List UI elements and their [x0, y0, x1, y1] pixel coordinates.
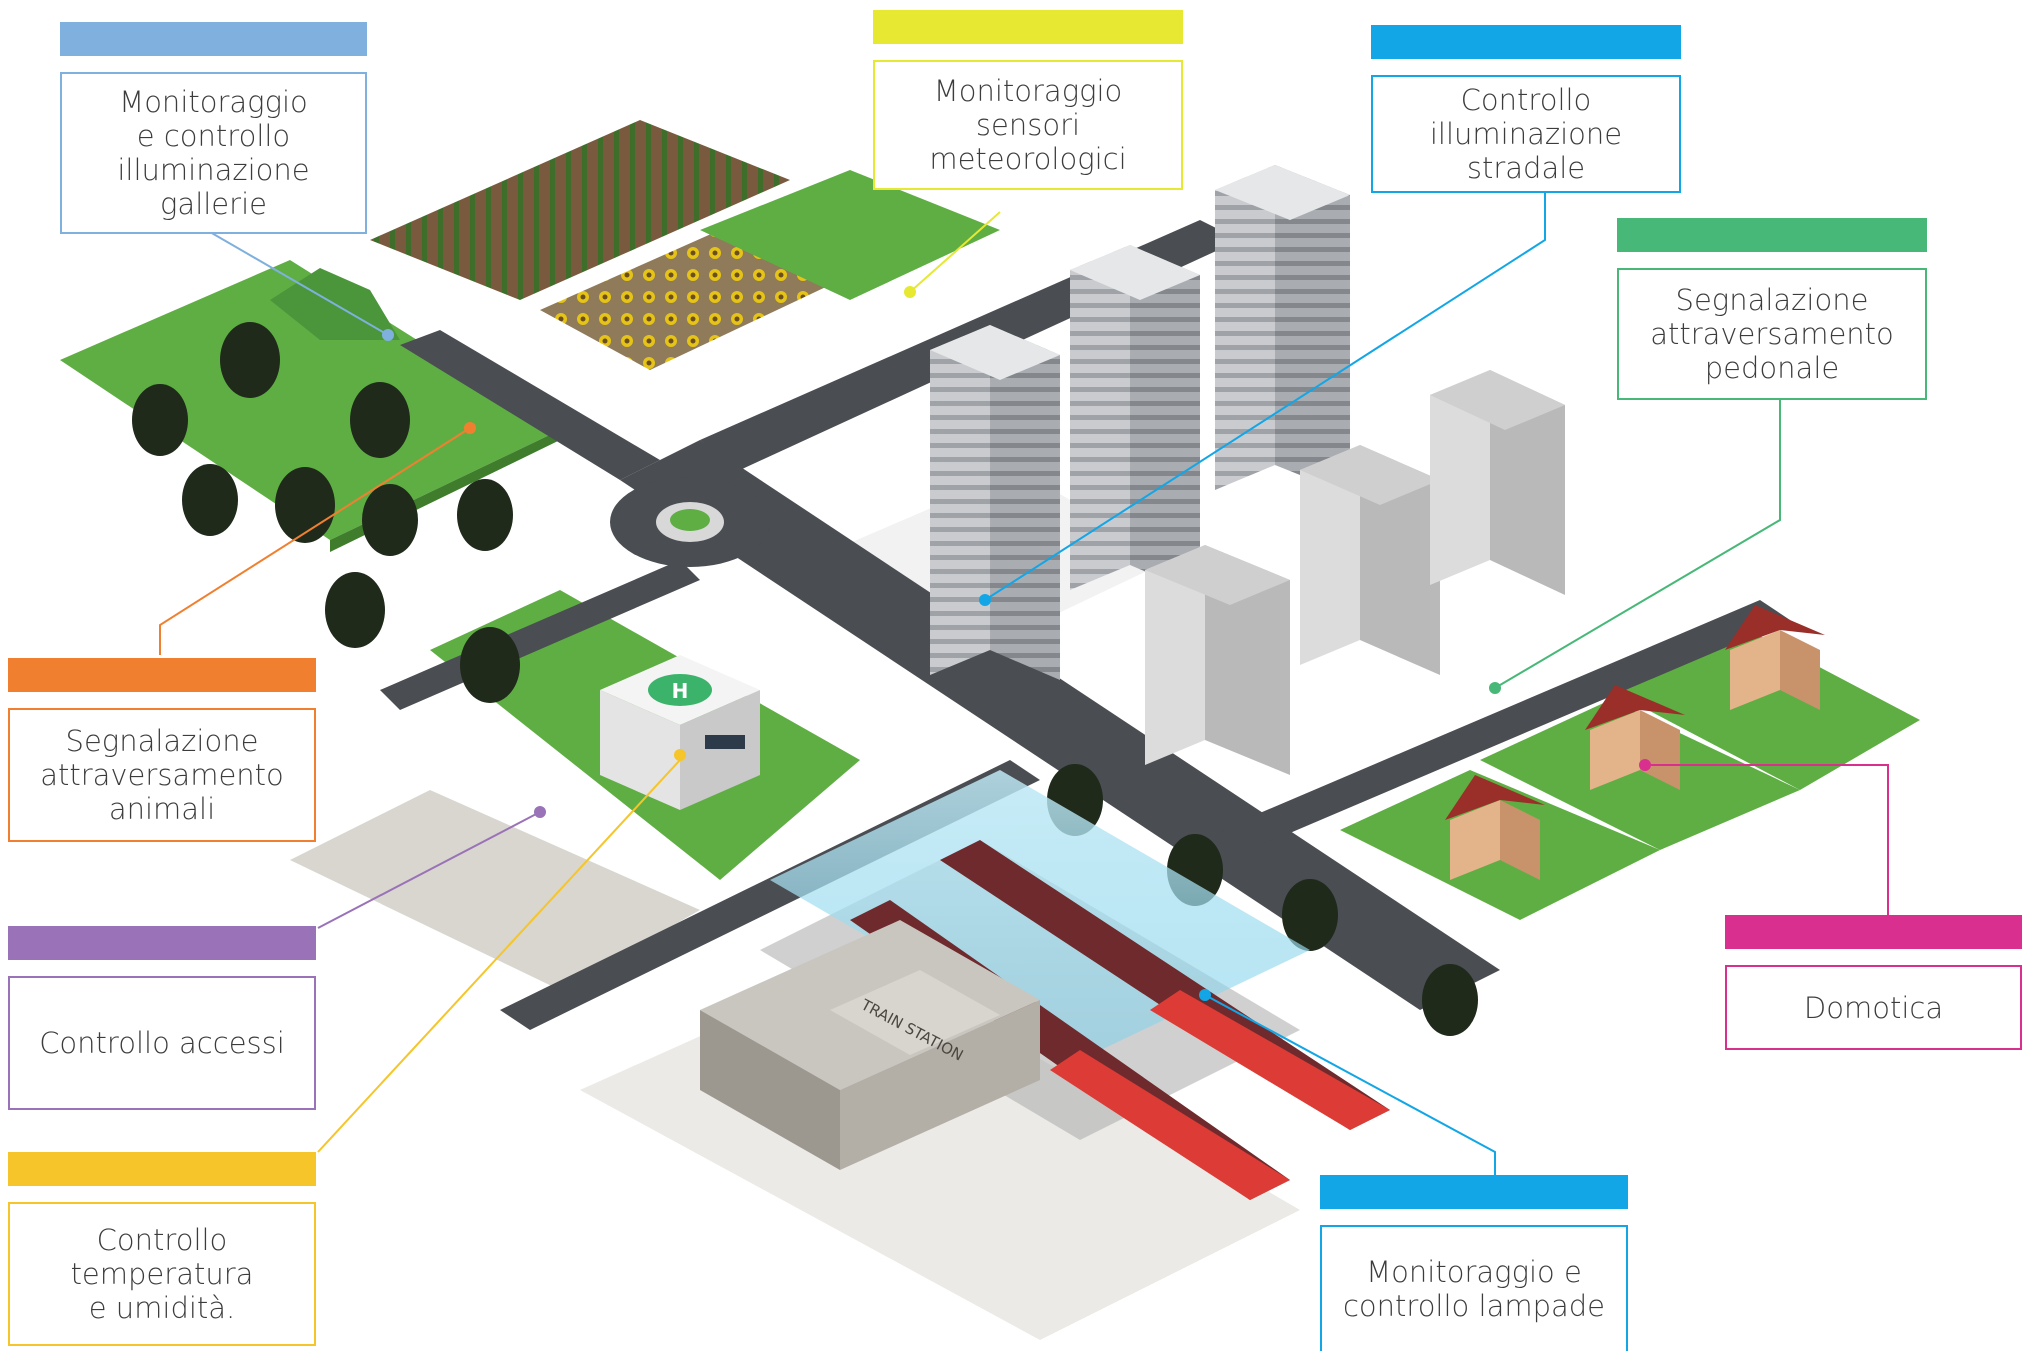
line-domotica: [1645, 764, 1889, 915]
field-sunflowers: [540, 230, 830, 370]
callout-bar: [60, 22, 367, 56]
callout-box: Controllo temperatura e umidità.: [8, 1202, 316, 1346]
callout-bar: [8, 1152, 316, 1186]
callout-label-accessi: Controllo accessi: [39, 1026, 285, 1060]
callout-pedonale: Segnalazione attraversamento pedonale: [1617, 218, 1927, 400]
callout-bar: [1371, 25, 1681, 59]
callout-box: Controllo accessi: [8, 976, 316, 1110]
houses: [1445, 605, 1825, 880]
callout-bar: [1617, 218, 1927, 252]
callout-bar: [1725, 915, 2022, 949]
callout-label-gallerie: Monitoraggio e controllo illuminazione g…: [117, 85, 310, 221]
line-pedonale: [1494, 400, 1781, 689]
office-blocks: [1145, 370, 1565, 775]
callout-label-lampade: Monitoraggio e controllo lampade: [1342, 1255, 1606, 1323]
callout-animali: Segnalazione attraversamento animali: [8, 658, 316, 842]
callout-domotica: Domotica: [1725, 915, 2022, 1050]
callout-label-pedonale: Segnalazione attraversamento pedonale: [1650, 283, 1894, 385]
houses-lawn-2: [1480, 700, 1800, 850]
callout-bar: [8, 926, 316, 960]
skyscrapers: [930, 165, 1350, 680]
leader-dots: [382, 286, 1651, 1001]
callout-box: Segnalazione attraversamento animali: [8, 708, 316, 842]
callout-box: Monitoraggio e controllo lampade: [1320, 1225, 1628, 1351]
callout-box: Monitoraggio e controllo illuminazione g…: [60, 72, 367, 234]
road-west: [380, 560, 700, 710]
callout-stradale: Controllo illuminazione stradale: [1371, 25, 1681, 193]
callout-label-meteo: Monitoraggio sensori meteorologici: [929, 74, 1127, 176]
line-gallerie: [209, 231, 389, 336]
callout-meteo: Monitoraggio sensori meteorologici: [873, 10, 1183, 190]
line-stradale: [984, 180, 1546, 601]
callout-box: Controllo illuminazione stradale: [1371, 75, 1681, 193]
callout-label-domotica: Domotica: [1803, 990, 1944, 1025]
helipad-letter: H: [672, 679, 689, 703]
callout-box: Monitoraggio sensori meteorologici: [873, 60, 1183, 190]
callout-bar: [8, 658, 316, 692]
line-accessi: [317, 811, 541, 929]
field-grass: [700, 170, 1000, 300]
callout-label-temperatura: Controllo temperatura e umidità.: [70, 1223, 254, 1325]
line-meteo: [909, 211, 1001, 293]
line-lampade: [1204, 994, 1496, 1175]
road-main: [620, 440, 1500, 1010]
callout-lampade: Monitoraggio e controllo lampade: [1320, 1175, 1628, 1351]
callout-temperatura: Controllo temperatura e umidità.: [8, 1152, 316, 1346]
field-vines: [370, 120, 790, 300]
hospital: H: [600, 655, 760, 810]
road-east: [1220, 600, 1790, 850]
callout-label-stradale: Controllo illuminazione stradale: [1429, 83, 1623, 185]
park-west: [60, 260, 560, 540]
callout-accessi: Controllo accessi: [8, 926, 316, 1110]
road-tunnel: [400, 330, 660, 480]
callout-gallerie: Monitoraggio e controllo illuminazione g…: [60, 22, 367, 234]
leader-lines: [159, 180, 1889, 1175]
callout-box: Domotica: [1725, 965, 2022, 1050]
callout-label-animali: Segnalazione attraversamento animali: [40, 724, 284, 826]
line-animali: [159, 427, 471, 655]
train-station: TRAIN STATION: [700, 770, 1390, 1200]
callout-box: Segnalazione attraversamento pedonale: [1617, 268, 1927, 400]
callout-bar: [873, 10, 1183, 44]
trees: [132, 322, 1478, 1036]
callout-bar: [1320, 1175, 1628, 1209]
parking-lot: [290, 790, 700, 990]
